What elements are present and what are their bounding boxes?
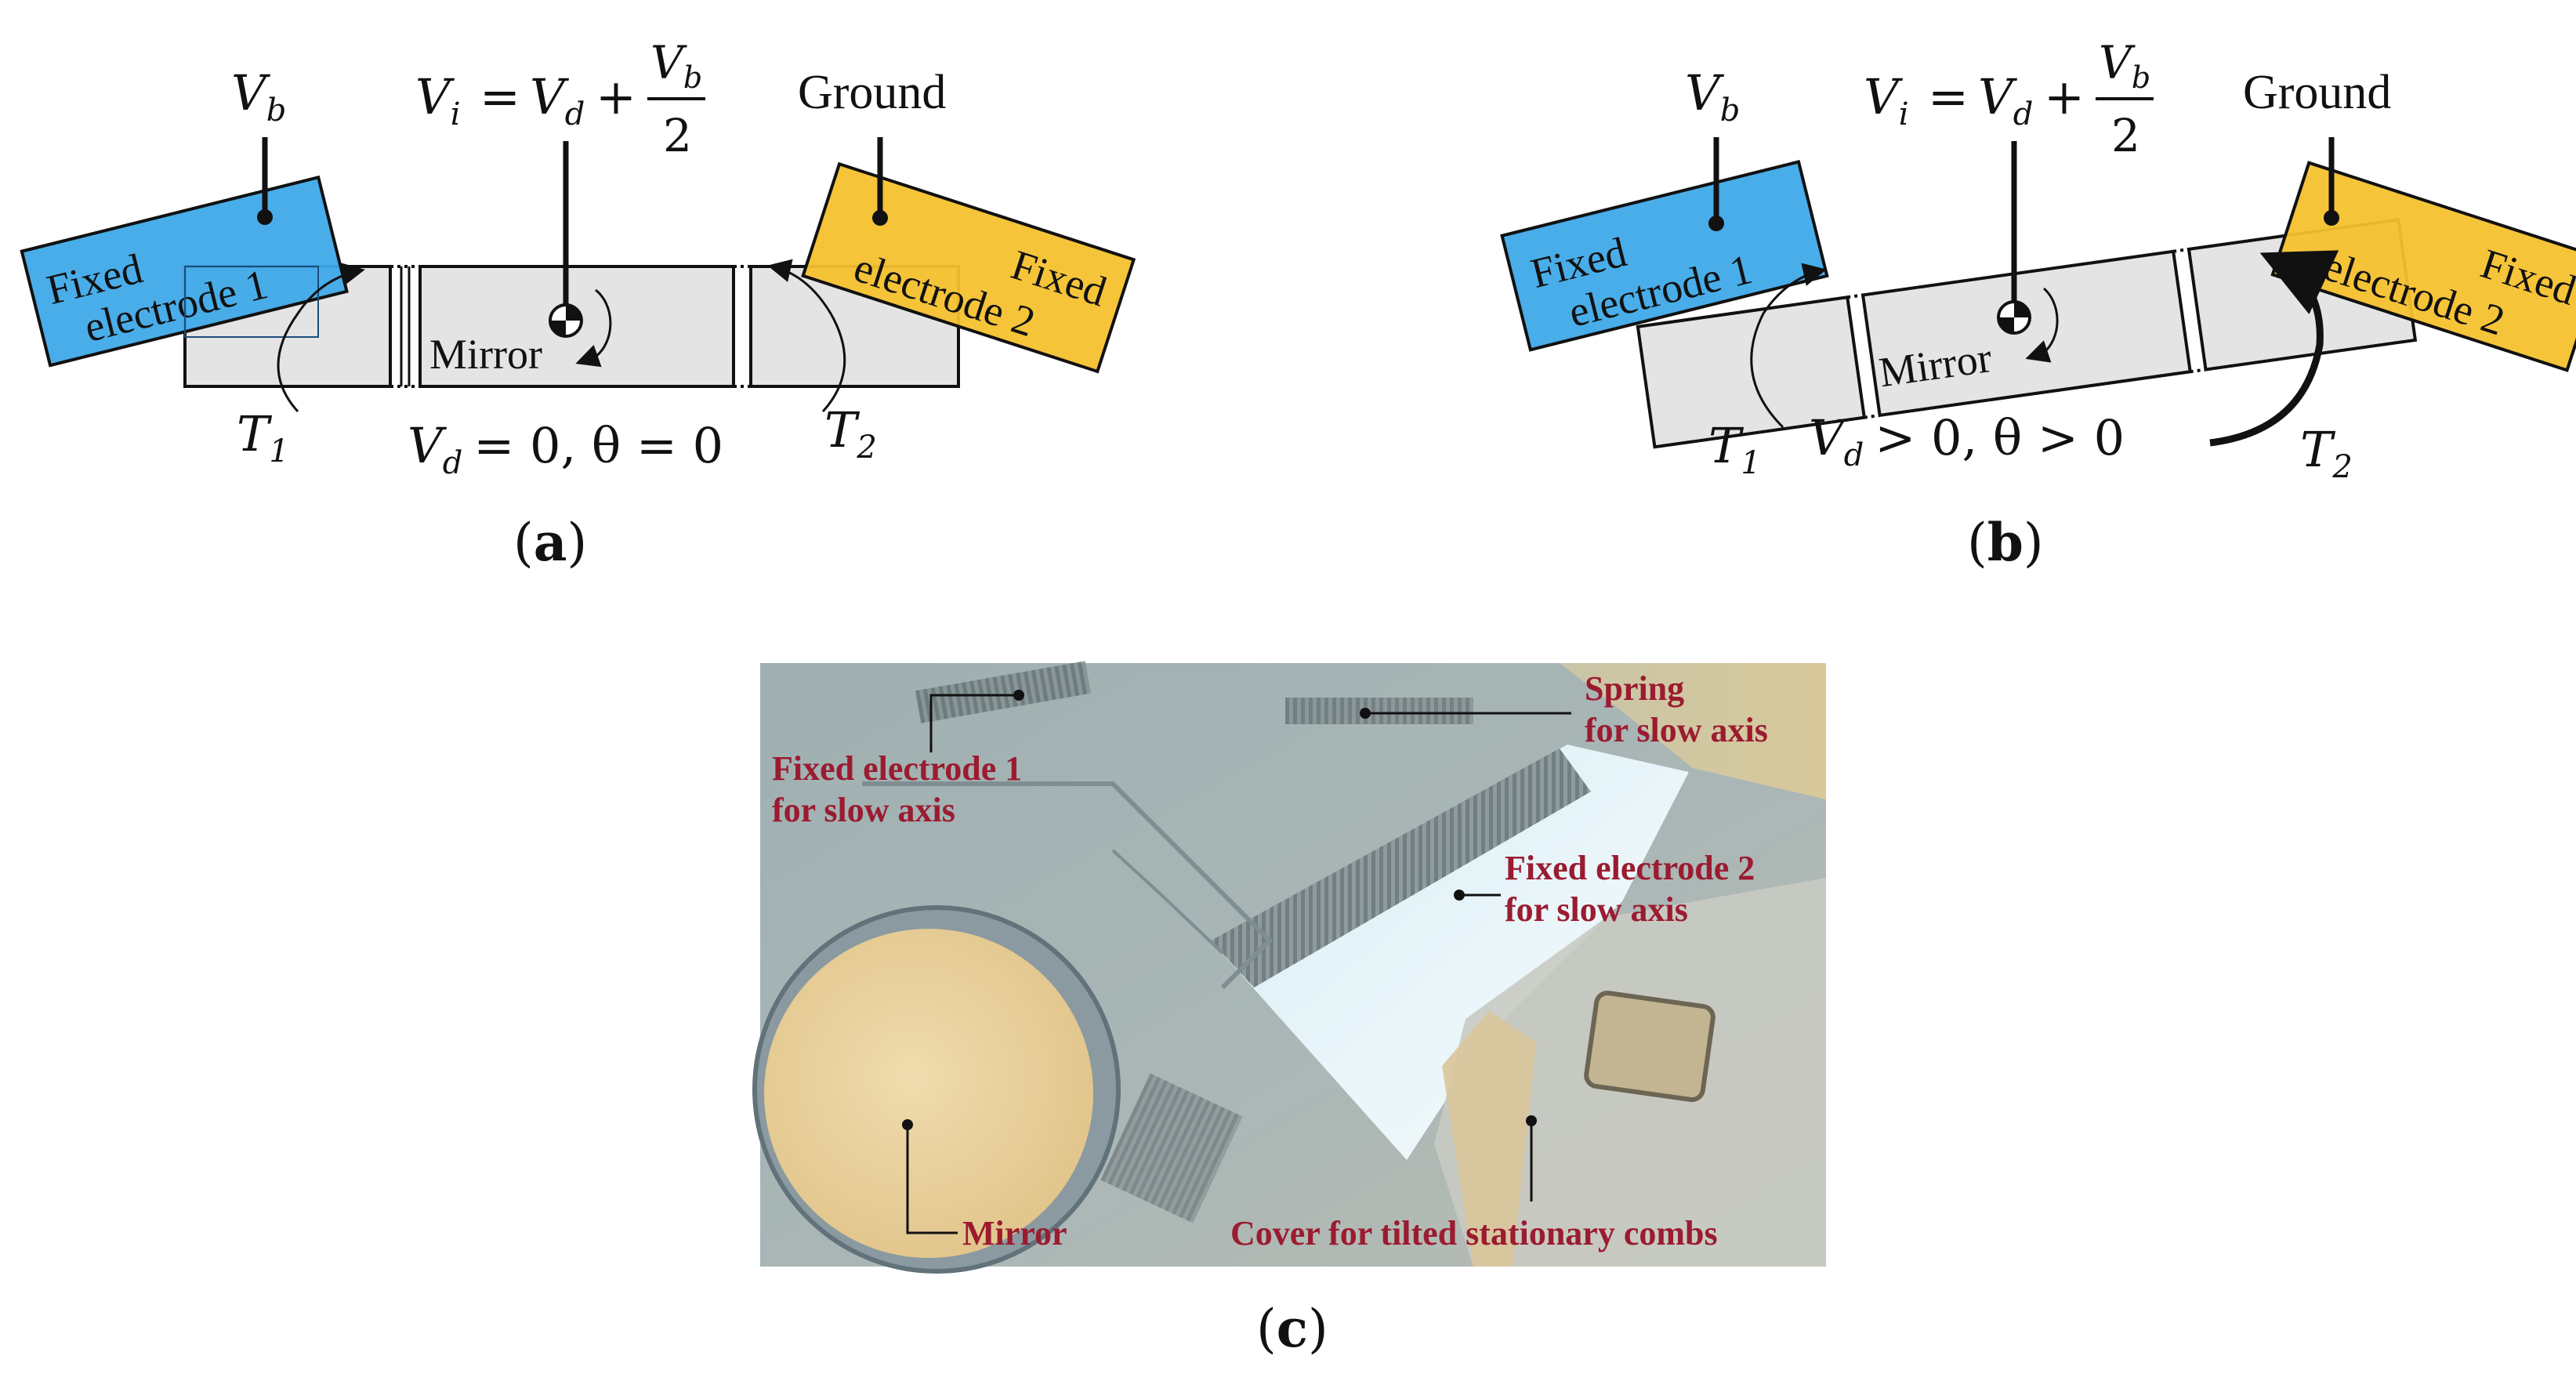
t1-label: T1 <box>237 405 289 469</box>
label-fixed-electrode-1: Fixed electrode 1 <box>772 749 1022 788</box>
svg-text:=: = <box>480 68 520 125</box>
b-state-label: Vd> 0, θ > 0 <box>1809 409 2125 473</box>
svg-text:Vb: Vb <box>2099 36 2150 95</box>
micrograph <box>752 661 1826 1274</box>
svg-text:+: + <box>2044 68 2085 125</box>
leader-fixed1 <box>929 694 1019 752</box>
b-vi-equation: Vi = Vd + Vb 2 <box>1864 36 2154 162</box>
vb-lead-dot <box>257 209 273 225</box>
b-fixed-electrode-1: Fixed electrode 1 <box>1500 159 1829 352</box>
b-vb-lead-dot <box>1708 216 1724 231</box>
b-ground-label: Ground <box>2243 66 2391 119</box>
svg-text:2: 2 <box>2111 109 2140 162</box>
label-cover: Cover for tilted stationary combs <box>1230 1214 1718 1252</box>
label-fixed-electrode-2-sub: for slow axis <box>1505 890 1688 929</box>
caption-c: (c) <box>1256 1298 1328 1359</box>
vi-equation: Vi = Vd + Vb 2 <box>415 36 705 162</box>
label-fixed-electrode-2: Fixed electrode 2 <box>1505 849 1755 887</box>
svg-text:Vd: Vd <box>530 68 585 132</box>
panel-b: Fixed electrode 1 Fixed electrode 2 Mirr… <box>1500 36 2576 573</box>
svg-text:2: 2 <box>663 109 692 162</box>
state-label: Vd= 0, θ = 0 <box>408 417 723 481</box>
b-left-frame <box>1636 295 1867 449</box>
leader-dots <box>902 690 1537 1130</box>
svg-text:Vi: Vi <box>415 68 461 132</box>
label-fixed-electrode-1-sub: for slow axis <box>772 791 955 829</box>
pivot-icon <box>549 303 583 338</box>
caption-b: (b) <box>1967 512 2044 573</box>
chip-window <box>1584 990 1716 1103</box>
label-mirror: Mirror <box>962 1214 1067 1252</box>
svg-text:Vd: Vd <box>1978 68 2033 132</box>
b-torque-t1-arrow-icon <box>1750 263 1827 429</box>
label-spring: Spring <box>1585 669 1684 708</box>
b-t2-label: T2 <box>2300 421 2353 485</box>
svg-text:=: = <box>1928 68 1969 125</box>
b-rotation-arrow-icon <box>2025 287 2059 363</box>
t2-label: T2 <box>824 401 877 466</box>
b-t1-label: T1 <box>1708 417 1761 481</box>
panel-a: Fixed electrode 1 Fixed electrode 2 Mirr… <box>20 36 1136 573</box>
leader-lines <box>906 694 1571 1234</box>
label-spring-sub: for slow axis <box>1585 711 1768 749</box>
svg-text:+: + <box>596 68 636 125</box>
leader-mirror <box>906 1125 958 1234</box>
panel-c: Fixed electrode 1 for slow axis Spring f… <box>752 661 1826 1359</box>
ground-label: Ground <box>798 66 946 119</box>
b-torque-t2-arrow-icon <box>2209 250 2339 447</box>
svg-text:Vb: Vb <box>650 36 702 95</box>
b-pivot-icon <box>1997 300 2031 335</box>
vb-label: Vb <box>231 64 286 129</box>
overlap-left <box>184 266 319 338</box>
ground-lead-dot <box>872 210 888 226</box>
torque-t2-arrow-icon <box>767 259 846 413</box>
svg-text:Vi: Vi <box>1864 68 1909 132</box>
mirror-label: Mirror <box>429 331 542 378</box>
b-mirror-plate <box>1860 249 2192 418</box>
mirror-disk <box>764 929 1093 1258</box>
caption-a: (a) <box>513 512 587 573</box>
rotation-arrow-icon <box>575 288 612 368</box>
torque-t1-arrow-icon <box>277 263 365 413</box>
b-vb-label: Vb <box>1685 64 1740 129</box>
b-ground-lead-dot <box>2324 210 2339 226</box>
